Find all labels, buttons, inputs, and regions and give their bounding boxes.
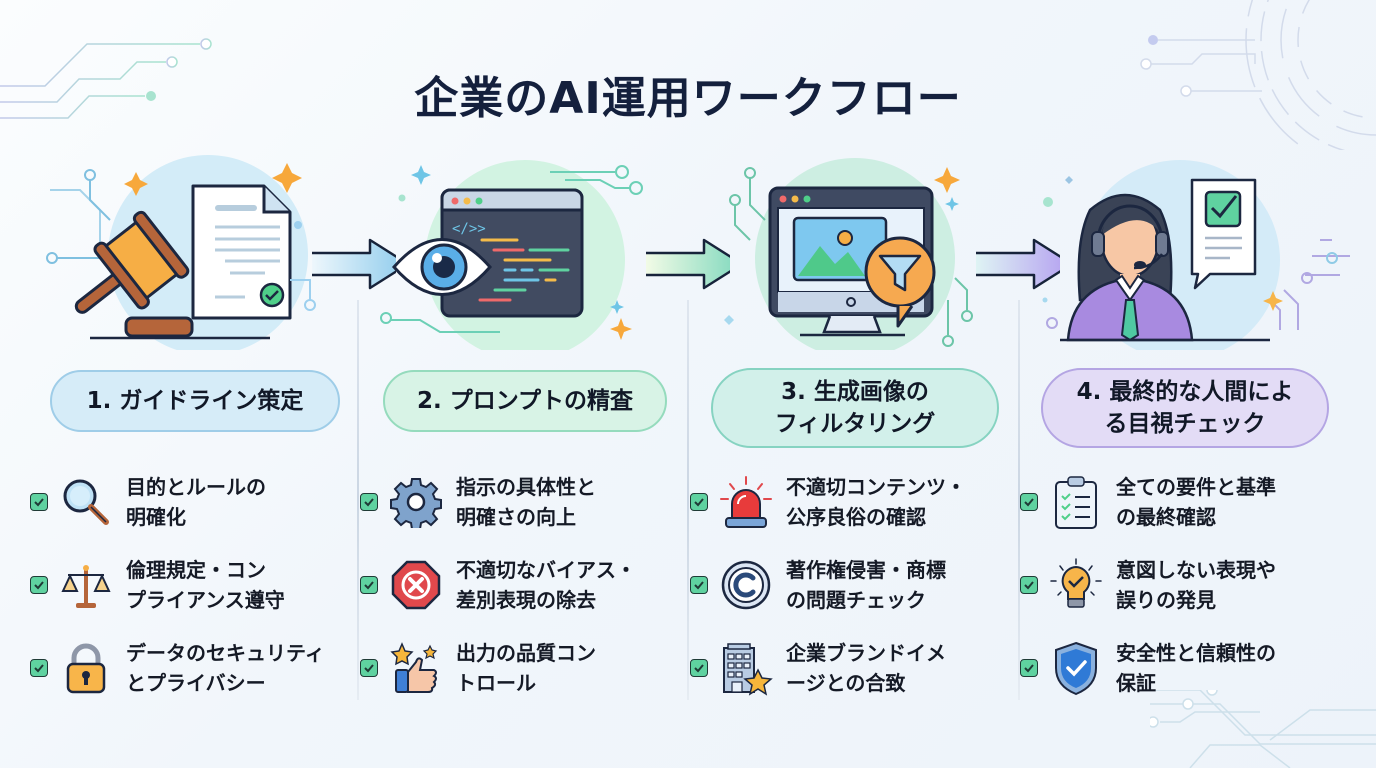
list-item: 不適切コンテンツ・ 公序良俗の確認 xyxy=(690,472,1020,532)
item-text: 倫理規定・コン プライアンス遵守 xyxy=(126,558,285,612)
flow-arrow-1 xyxy=(312,238,396,290)
item-text: データのセキュリティ とプライバシー xyxy=(126,641,325,695)
padlock-icon xyxy=(58,640,114,696)
column-divider xyxy=(357,300,359,700)
magnifier-icon xyxy=(58,474,114,530)
list-item: 安全性と信頼性の 保証 xyxy=(1020,638,1350,698)
checkbox-checked-icon xyxy=(690,576,708,594)
list-item: 出力の品質コン トロール xyxy=(360,638,690,698)
list-item: 意図しない表現や 誤りの発見 xyxy=(1020,555,1350,615)
svg-text:</>>: </>> xyxy=(452,221,486,237)
operator-headset-icon xyxy=(1042,160,1350,350)
item-text: 安全性と信頼性の 保証 xyxy=(1116,641,1276,695)
checkbox-checked-icon xyxy=(360,576,378,594)
checkbox-checked-icon xyxy=(1020,576,1038,594)
step-1-label: 1. ガイドライン策定 xyxy=(50,370,340,432)
lightbulb-check-icon xyxy=(1048,557,1104,613)
copyright-icon xyxy=(718,557,774,613)
page-title: 企業のAI運用ワークフロー xyxy=(414,73,962,124)
list-item: 全ての要件と基準 の最終確認 xyxy=(1020,472,1350,532)
item-text: 不適切コンテンツ・ 公序良俗の確認 xyxy=(786,475,966,529)
item-text: 意図しない表現や 誤りの発見 xyxy=(1116,558,1276,612)
step-2-label: 2. プロンプトの精査 xyxy=(383,370,667,432)
checkbox-checked-icon xyxy=(30,493,48,511)
checkbox-checked-icon xyxy=(360,659,378,677)
checkbox-checked-icon xyxy=(1020,659,1038,677)
item-text: 不適切なバイアス・ 差別表現の除去 xyxy=(456,558,636,612)
circuit-decoration-bottom-right xyxy=(1150,690,1376,768)
flow-arrow-3 xyxy=(976,238,1060,290)
list-item: 不適切なバイアス・ 差別表現の除去 xyxy=(360,555,690,615)
checkbox-checked-icon xyxy=(360,493,378,511)
scales-icon xyxy=(58,557,114,613)
list-item: 企業ブランドイメ ージとの合致 xyxy=(690,638,1020,698)
gavel-document-icon xyxy=(46,155,316,350)
item-text: 指示の具体性と 明確さの向上 xyxy=(456,475,596,529)
step-4-label: 4. 最終的な人間によ る目視チェック xyxy=(1041,368,1329,448)
item-text: 著作権侵害・商標 の問題チェック xyxy=(786,558,946,612)
gear-icon xyxy=(388,474,444,530)
item-text: 全ての要件と基準 の最終確認 xyxy=(1116,475,1276,529)
step-3-label: 3. 生成画像の フィルタリング xyxy=(711,368,999,448)
monitor-image-filter-icon xyxy=(724,158,973,350)
item-text: 目的とルールの 明確化 xyxy=(126,475,266,529)
checkbox-checked-icon xyxy=(690,659,708,677)
item-text: 企業ブランドイメ ージとの合致 xyxy=(786,641,946,695)
shield-check-icon xyxy=(1048,640,1104,696)
item-text: 出力の品質コン トロール xyxy=(456,641,596,695)
checkbox-checked-icon xyxy=(690,493,708,511)
list-item: 倫理規定・コン プライアンス遵守 xyxy=(30,555,360,615)
list-item: 目的とルールの 明確化 xyxy=(30,472,360,532)
stop-x-icon xyxy=(388,557,444,613)
checkbox-checked-icon xyxy=(30,576,48,594)
checkbox-checked-icon xyxy=(1020,493,1038,511)
flow-arrow-2 xyxy=(646,238,730,290)
eye-code-window-icon: </>> xyxy=(380,160,643,350)
column-divider xyxy=(1018,300,1020,700)
clipboard-checklist-icon xyxy=(1048,474,1104,530)
checkbox-checked-icon xyxy=(30,659,48,677)
list-item: 著作権侵害・商標 の問題チェック xyxy=(690,555,1020,615)
thumbs-up-stars-icon xyxy=(388,640,444,696)
building-star-icon xyxy=(718,640,774,696)
column-divider xyxy=(687,300,689,700)
alarm-light-icon xyxy=(718,474,774,530)
list-item: データのセキュリティ とプライバシー xyxy=(30,638,360,698)
list-item: 指示の具体性と 明確さの向上 xyxy=(360,472,690,532)
